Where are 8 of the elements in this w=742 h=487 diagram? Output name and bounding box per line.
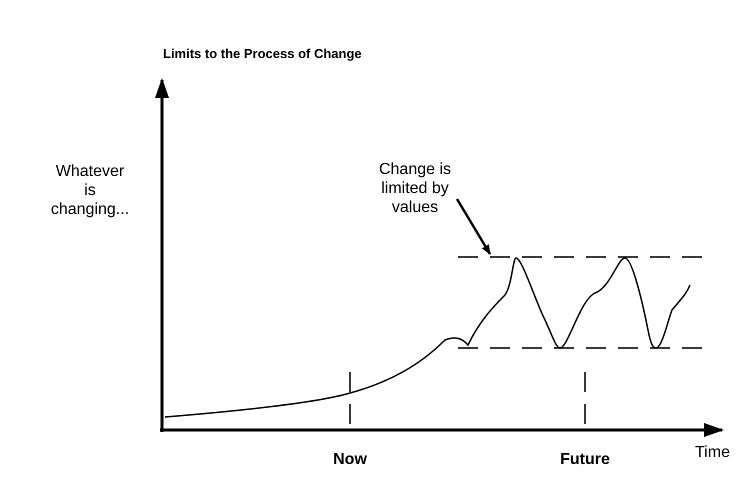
leader-arrow xyxy=(456,198,492,255)
chart-title: Limits to the Process of Change xyxy=(163,45,362,63)
time-label: Now xyxy=(332,450,368,469)
annotation-text: Change is limited by values xyxy=(365,160,465,217)
time-label: Future xyxy=(559,450,611,469)
axis-label: Whatever is changing... xyxy=(50,162,130,219)
upper-limit-line xyxy=(458,256,705,258)
axis-label: Time xyxy=(695,443,731,462)
